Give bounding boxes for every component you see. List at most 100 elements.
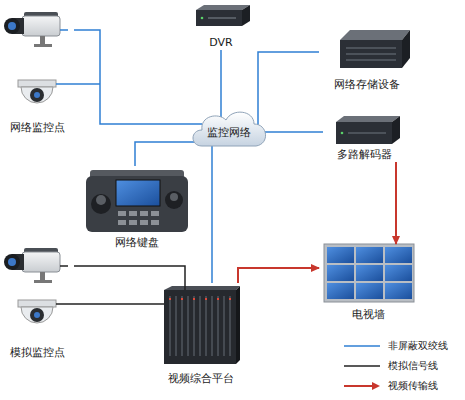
network-dome-camera <box>21 87 53 103</box>
platform-icon <box>169 296 171 356</box>
keyboard-icon <box>86 176 188 232</box>
video-wall-icon <box>327 247 354 263</box>
decoder-device: 多路解码器 <box>323 112 405 162</box>
platform-icon <box>164 286 240 364</box>
platform-icon <box>181 296 183 356</box>
legend-sample <box>342 380 382 392</box>
platform-icon <box>236 286 240 364</box>
device-name: 多路解码器 <box>323 148 405 161</box>
keyboard-icon <box>91 194 111 214</box>
keyboard-icon <box>96 195 106 205</box>
analog-camera <box>8 258 16 266</box>
video-wall-icon <box>385 265 412 281</box>
keyboard-icon <box>140 220 148 225</box>
platform-icon <box>223 296 225 356</box>
dvr-icon <box>201 17 204 20</box>
video-wall: 电视墙 <box>315 238 421 322</box>
cloud-outline <box>193 112 266 146</box>
decoder-icon <box>336 122 392 144</box>
decoder-icon <box>336 116 400 144</box>
platform-icon <box>199 296 201 356</box>
device-name: 网络存储设备 <box>319 78 415 91</box>
platform-icon <box>170 296 230 356</box>
cloud-label: 监控网络 <box>207 126 251 139</box>
platform-icon <box>187 296 189 356</box>
platform-icon <box>217 298 219 300</box>
analog-camera <box>4 254 20 270</box>
network-cloud: 监控网络 <box>188 106 270 154</box>
legend-sample <box>342 360 382 372</box>
network-keyboard: 网络键盘 <box>79 166 195 250</box>
twisted-pair-line <box>258 52 319 126</box>
video-transmission-line <box>395 162 397 244</box>
analog-camera-group: 模拟监控点 <box>0 244 74 360</box>
platform-icon <box>229 298 231 300</box>
legend: 非屏蔽双绞线模拟信号线视频传输线 <box>342 336 448 396</box>
twisted-pair-line <box>74 30 202 124</box>
platform-icon <box>169 298 171 300</box>
analog-dome-camera <box>21 307 53 323</box>
video-wall-icon <box>324 244 414 302</box>
storage-device: 网络存储设备 <box>319 25 415 92</box>
network-camera <box>40 36 45 44</box>
network-dome-camera <box>18 80 56 87</box>
twisted-pair-line <box>135 142 195 166</box>
legend-row: 视频传输线 <box>342 376 448 396</box>
device-label: 网络存储设备 <box>319 78 415 91</box>
network-camera <box>4 18 20 34</box>
dvr-icon <box>196 5 250 10</box>
twisted-pair-line <box>211 146 213 283</box>
video-transmission-line <box>238 268 319 283</box>
legend-line <box>344 385 373 387</box>
storage-icon <box>340 30 410 40</box>
video-wall-icon <box>356 247 383 263</box>
cable-stub <box>60 29 68 31</box>
platform-icon <box>175 296 177 356</box>
video-wall-icon <box>385 283 412 299</box>
video-wall-icon <box>356 283 383 299</box>
device-name: 网络键盘 <box>79 236 195 249</box>
device-name: DVR <box>189 36 253 49</box>
dvr-icon <box>242 5 250 26</box>
dvr-icon <box>196 10 242 26</box>
twisted-pair-line <box>265 131 323 133</box>
legend-arrow-head <box>372 382 380 390</box>
video-wall-icon <box>327 283 354 299</box>
video-wall-icon <box>327 265 354 281</box>
dvr-icon <box>196 5 250 26</box>
device-label: 视频综合平台 <box>149 372 253 385</box>
dvr-device: DVR <box>189 3 253 50</box>
legend-text: 非屏蔽双绞线 <box>388 340 448 352</box>
video-wall-icon <box>385 247 412 263</box>
network-camera <box>34 44 52 47</box>
storage-icon <box>340 40 402 68</box>
device-label: 网络键盘 <box>79 236 195 249</box>
cable-stub <box>60 265 68 267</box>
device-name: 电视墙 <box>315 308 421 321</box>
keyboard-icon <box>170 193 178 201</box>
platform-icon <box>217 296 219 356</box>
platform-icon <box>205 296 207 356</box>
keyboard-icon <box>151 211 159 216</box>
analog-camera <box>22 252 60 272</box>
network-dome-camera <box>34 92 40 98</box>
legend-sample <box>342 340 382 352</box>
keyboard-icon <box>165 191 183 209</box>
platform-icon <box>205 298 207 300</box>
platform-icon <box>193 298 195 300</box>
device-label: 网络监控点 <box>0 121 74 134</box>
platform-icon <box>229 296 231 356</box>
video-wall-icon <box>324 244 414 302</box>
platform-icon <box>164 290 236 364</box>
storage-icon <box>402 30 410 68</box>
legend-line <box>344 345 380 347</box>
keyboard-icon <box>140 211 148 216</box>
analog-dome-camera <box>18 300 56 323</box>
storage-icon <box>346 47 396 49</box>
keyboard-icon <box>116 180 160 206</box>
keyboard-icon <box>129 211 137 216</box>
device-name: 网络监控点 <box>0 121 74 134</box>
network-camera-group: 网络监控点 <box>0 4 74 135</box>
platform-icon <box>211 296 213 356</box>
